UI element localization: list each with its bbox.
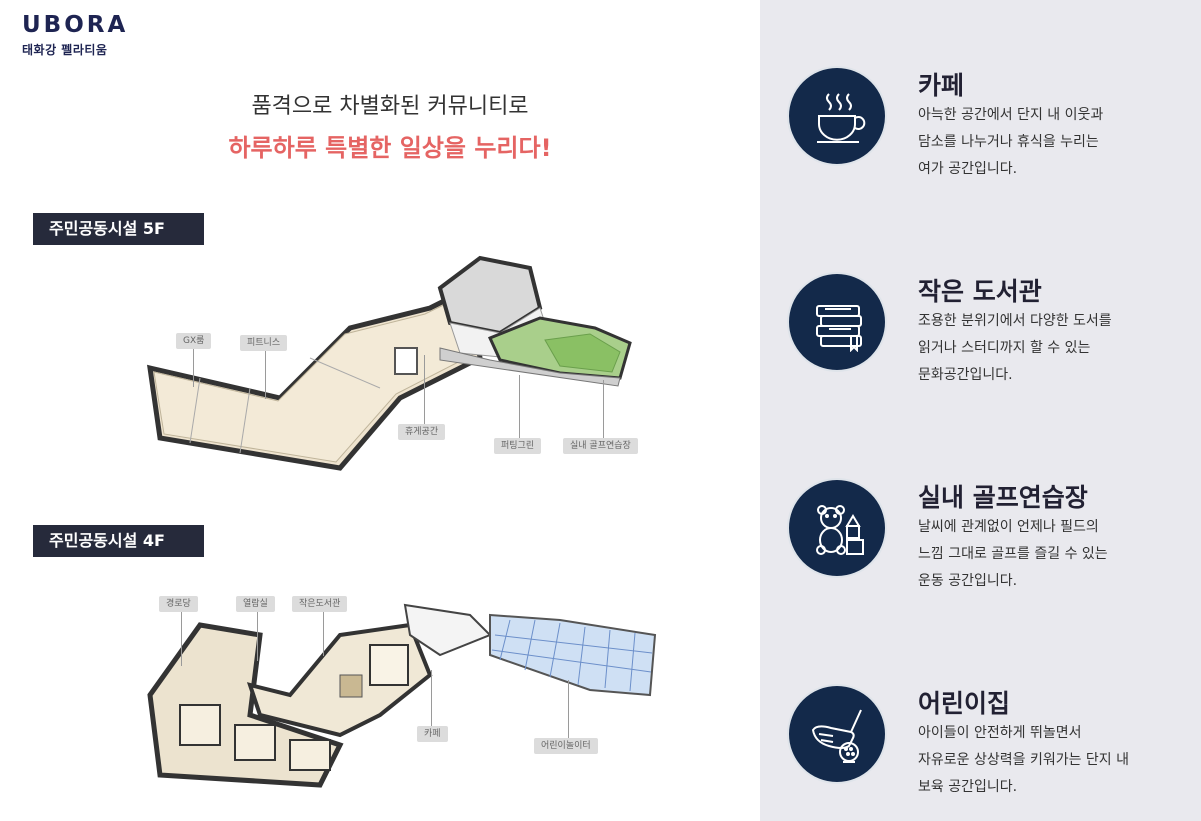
tag-kids-playground: 어린이놀이터 xyxy=(534,738,598,754)
feature-daycare: 어린이집 아이들이 안전하게 뛰놀면서 자유로운 상상력을 키워가는 단지 내 … xyxy=(787,684,1187,804)
feature-indoor-golf: 실내 골프연습장 날씨에 관계없이 언제나 필드의 느낌 그대로 골프를 즐길 … xyxy=(787,478,1187,598)
floor-plan-4f-drawing xyxy=(147,603,657,788)
floor-plan-5f xyxy=(140,248,660,488)
tag-fitness: 피트니스 xyxy=(240,335,288,351)
leader-line xyxy=(265,349,266,399)
feature-title: 카페 xyxy=(918,71,965,100)
tag-senior-center: 경로당 xyxy=(159,596,198,612)
tag-lounge: 휴게공간 xyxy=(398,424,446,440)
feature-description: 아이들이 안전하게 뛰놀면서 자유로운 상상력을 키워가는 단지 내 보육 공간… xyxy=(918,725,1129,795)
feature-icon-circle xyxy=(787,684,887,784)
floor-plan-5f-drawing xyxy=(147,255,632,471)
headline-line-2: 하루하루 특별한 일상을 누리다! xyxy=(228,134,552,162)
leader-line xyxy=(181,611,182,666)
floor-plan-4f xyxy=(140,575,660,805)
feature-icon-circle xyxy=(787,272,887,372)
floor-label-4f: 주민공동시설 4F xyxy=(33,525,204,557)
leader-line xyxy=(568,680,569,738)
floor-label-5f: 주민공동시설 5F xyxy=(33,213,204,245)
feature-icon-circle xyxy=(787,478,887,578)
feature-cafe: 카페 아늑한 공간에서 단지 내 이웃과 담소를 나누거나 휴식을 누리는 여가… xyxy=(787,66,1187,186)
leader-line xyxy=(519,375,520,438)
feature-description: 아늑한 공간에서 단지 내 이웃과 담소를 나누거나 휴식을 누리는 여가 공간… xyxy=(918,107,1104,177)
feature-description: 날씨에 관계없이 언제나 필드의 느낌 그대로 골프를 즐길 수 있는 운동 공… xyxy=(918,519,1108,589)
feature-icon-circle xyxy=(787,66,887,166)
tag-indoor-golf: 실내 골프연습장 xyxy=(563,438,638,454)
feature-description: 조용한 분위기에서 다양한 도서를 읽거나 스터디까지 할 수 있는 문화공간입… xyxy=(918,313,1112,383)
leader-line xyxy=(323,611,324,656)
brand-logo: UBORA 태화강 펠라티움 xyxy=(22,12,128,58)
floor-plan-panel: UBORA 태화강 펠라티움 품격으로 차별화된 커뮤니티로 하루하루 특별한 … xyxy=(22,12,660,805)
tag-gx-room: GX룸 xyxy=(176,333,212,349)
leader-line xyxy=(603,380,604,438)
logo-wordmark: UBORA xyxy=(22,12,129,38)
tag-putting-green: 퍼팅그린 xyxy=(494,438,542,454)
leader-line xyxy=(431,670,432,726)
feature-title: 어린이집 xyxy=(918,689,1011,718)
feature-title: 작은 도서관 xyxy=(918,277,1042,306)
leader-line xyxy=(424,355,425,425)
headline-line-1: 품격으로 차별화된 커뮤니티로 xyxy=(251,94,529,119)
tag-cafe: 카페 xyxy=(417,726,448,742)
leader-line xyxy=(257,611,258,661)
feature-small-library: 작은 도서관 조용한 분위기에서 다양한 도서를 읽거나 스터디까지 할 수 있… xyxy=(787,272,1187,392)
tag-small-library: 작은도서관 xyxy=(292,596,348,612)
logo-subtitle: 태화강 펠라티움 xyxy=(22,43,108,57)
leader-line xyxy=(193,347,194,387)
tag-reading-room: 열람실 xyxy=(236,596,275,612)
feature-title: 실내 골프연습장 xyxy=(918,483,1088,512)
